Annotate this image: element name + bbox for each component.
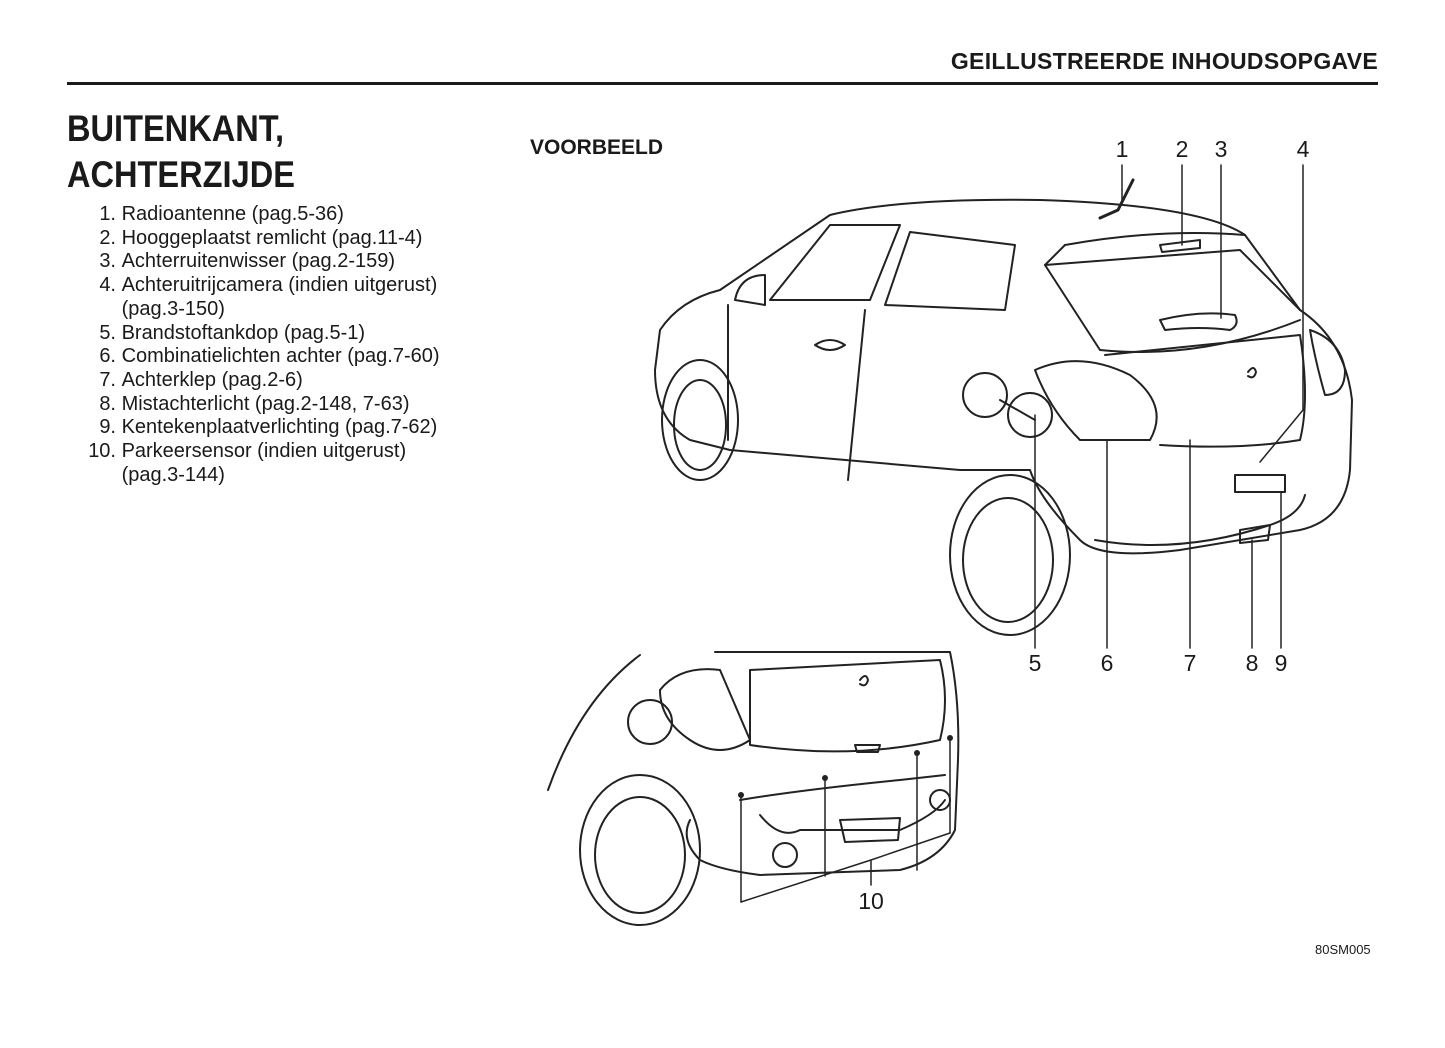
list-item: 10. Parkeersensor (indien uitgerust) xyxy=(78,440,440,464)
figure-code: 80SM005 xyxy=(1315,942,1371,957)
list-item: 7. Achterklep (pag.2-6) xyxy=(78,369,440,393)
leader-lines xyxy=(1034,164,1304,649)
item-text: Achteruitrijcamera (indien uitgerust) xyxy=(121,274,438,297)
callout-4: 4 xyxy=(1296,136,1310,162)
figure-label: VOORBEELD xyxy=(530,136,664,159)
item-text: Brandstoftankdop (pag.5-1) xyxy=(121,321,366,344)
car-main-view xyxy=(654,178,1353,636)
item-number: 4. xyxy=(99,274,116,297)
list-item: 4. Achteruitrijcamera (indien uitgerust) xyxy=(78,274,440,298)
callout-9: 9 xyxy=(1274,650,1288,676)
title-line-2: ACHTERZIJDE xyxy=(67,154,295,195)
list-item: (pag.3-150) xyxy=(78,298,440,322)
callout-8: 8 xyxy=(1245,650,1259,676)
item-number: 9. xyxy=(99,416,116,439)
callout-10: 10 xyxy=(858,888,884,914)
list-item: 6. Combinatielichten achter (pag.7-60) xyxy=(78,345,440,369)
callout-6: 6 xyxy=(1100,650,1114,676)
callout-1: 1 xyxy=(1115,136,1129,162)
list-item: 3. Achterruitenwisser (pag.2-159) xyxy=(78,250,440,274)
header-rule xyxy=(67,82,1378,85)
item-text: (pag.3-144) xyxy=(121,463,225,486)
item-number: 6. xyxy=(99,345,116,368)
item-text: (pag.3-150) xyxy=(121,297,225,320)
list-item: (pag.3-144) xyxy=(78,464,440,488)
callout-2: 2 xyxy=(1175,136,1189,162)
section-header: GEILLUSTREERDE INHOUDSOPGAVE xyxy=(950,48,1378,74)
item-text: Combinatielichten achter (pag.7-60) xyxy=(121,345,440,368)
item-text: Kentekenplaatverlichting (pag.7-62) xyxy=(121,416,438,439)
parts-list: 1. Radioantenne (pag.5-36) 2. Hooggeplaa… xyxy=(78,203,440,488)
item-number: 1. xyxy=(99,203,116,225)
item-number: 5. xyxy=(99,321,116,344)
item-number: 7. xyxy=(99,368,116,391)
item-text: Achterklep (pag.2-6) xyxy=(121,368,303,391)
page-title: BUITENKANT, ACHTERZIJDE xyxy=(67,106,295,198)
item-number: 10. xyxy=(88,440,116,463)
item-number: 3. xyxy=(99,250,116,273)
list-item: 5. Brandstoftankdop (pag.5-1) xyxy=(78,322,440,346)
title-line-1: BUITENKANT, xyxy=(67,108,285,149)
callout-7: 7 xyxy=(1183,650,1197,676)
list-item: 1. Radioantenne (pag.5-36) xyxy=(78,203,440,227)
list-item: 2. Hooggeplaatst remlicht (pag.11-4) xyxy=(78,227,440,251)
item-number: 8. xyxy=(99,392,116,415)
item-text: Parkeersensor (indien uitgerust) xyxy=(121,440,407,463)
item-text: Hooggeplaatst remlicht (pag.11-4) xyxy=(121,226,423,249)
car-detail-view xyxy=(547,651,960,926)
list-item: 8. Mistachterlicht (pag.2-148, 7-63) xyxy=(78,393,440,417)
callout-5: 5 xyxy=(1028,650,1042,676)
item-number: 2. xyxy=(99,226,116,249)
item-text: Radioantenne (pag.5-36) xyxy=(121,203,344,225)
list-item: 9. Kentekenplaatverlichting (pag.7-62) xyxy=(78,416,440,440)
callout-3: 3 xyxy=(1214,136,1228,162)
item-text: Mistachterlicht (pag.2-148, 7-63) xyxy=(121,392,410,415)
item-text: Achterruitenwisser (pag.2-159) xyxy=(121,250,396,273)
